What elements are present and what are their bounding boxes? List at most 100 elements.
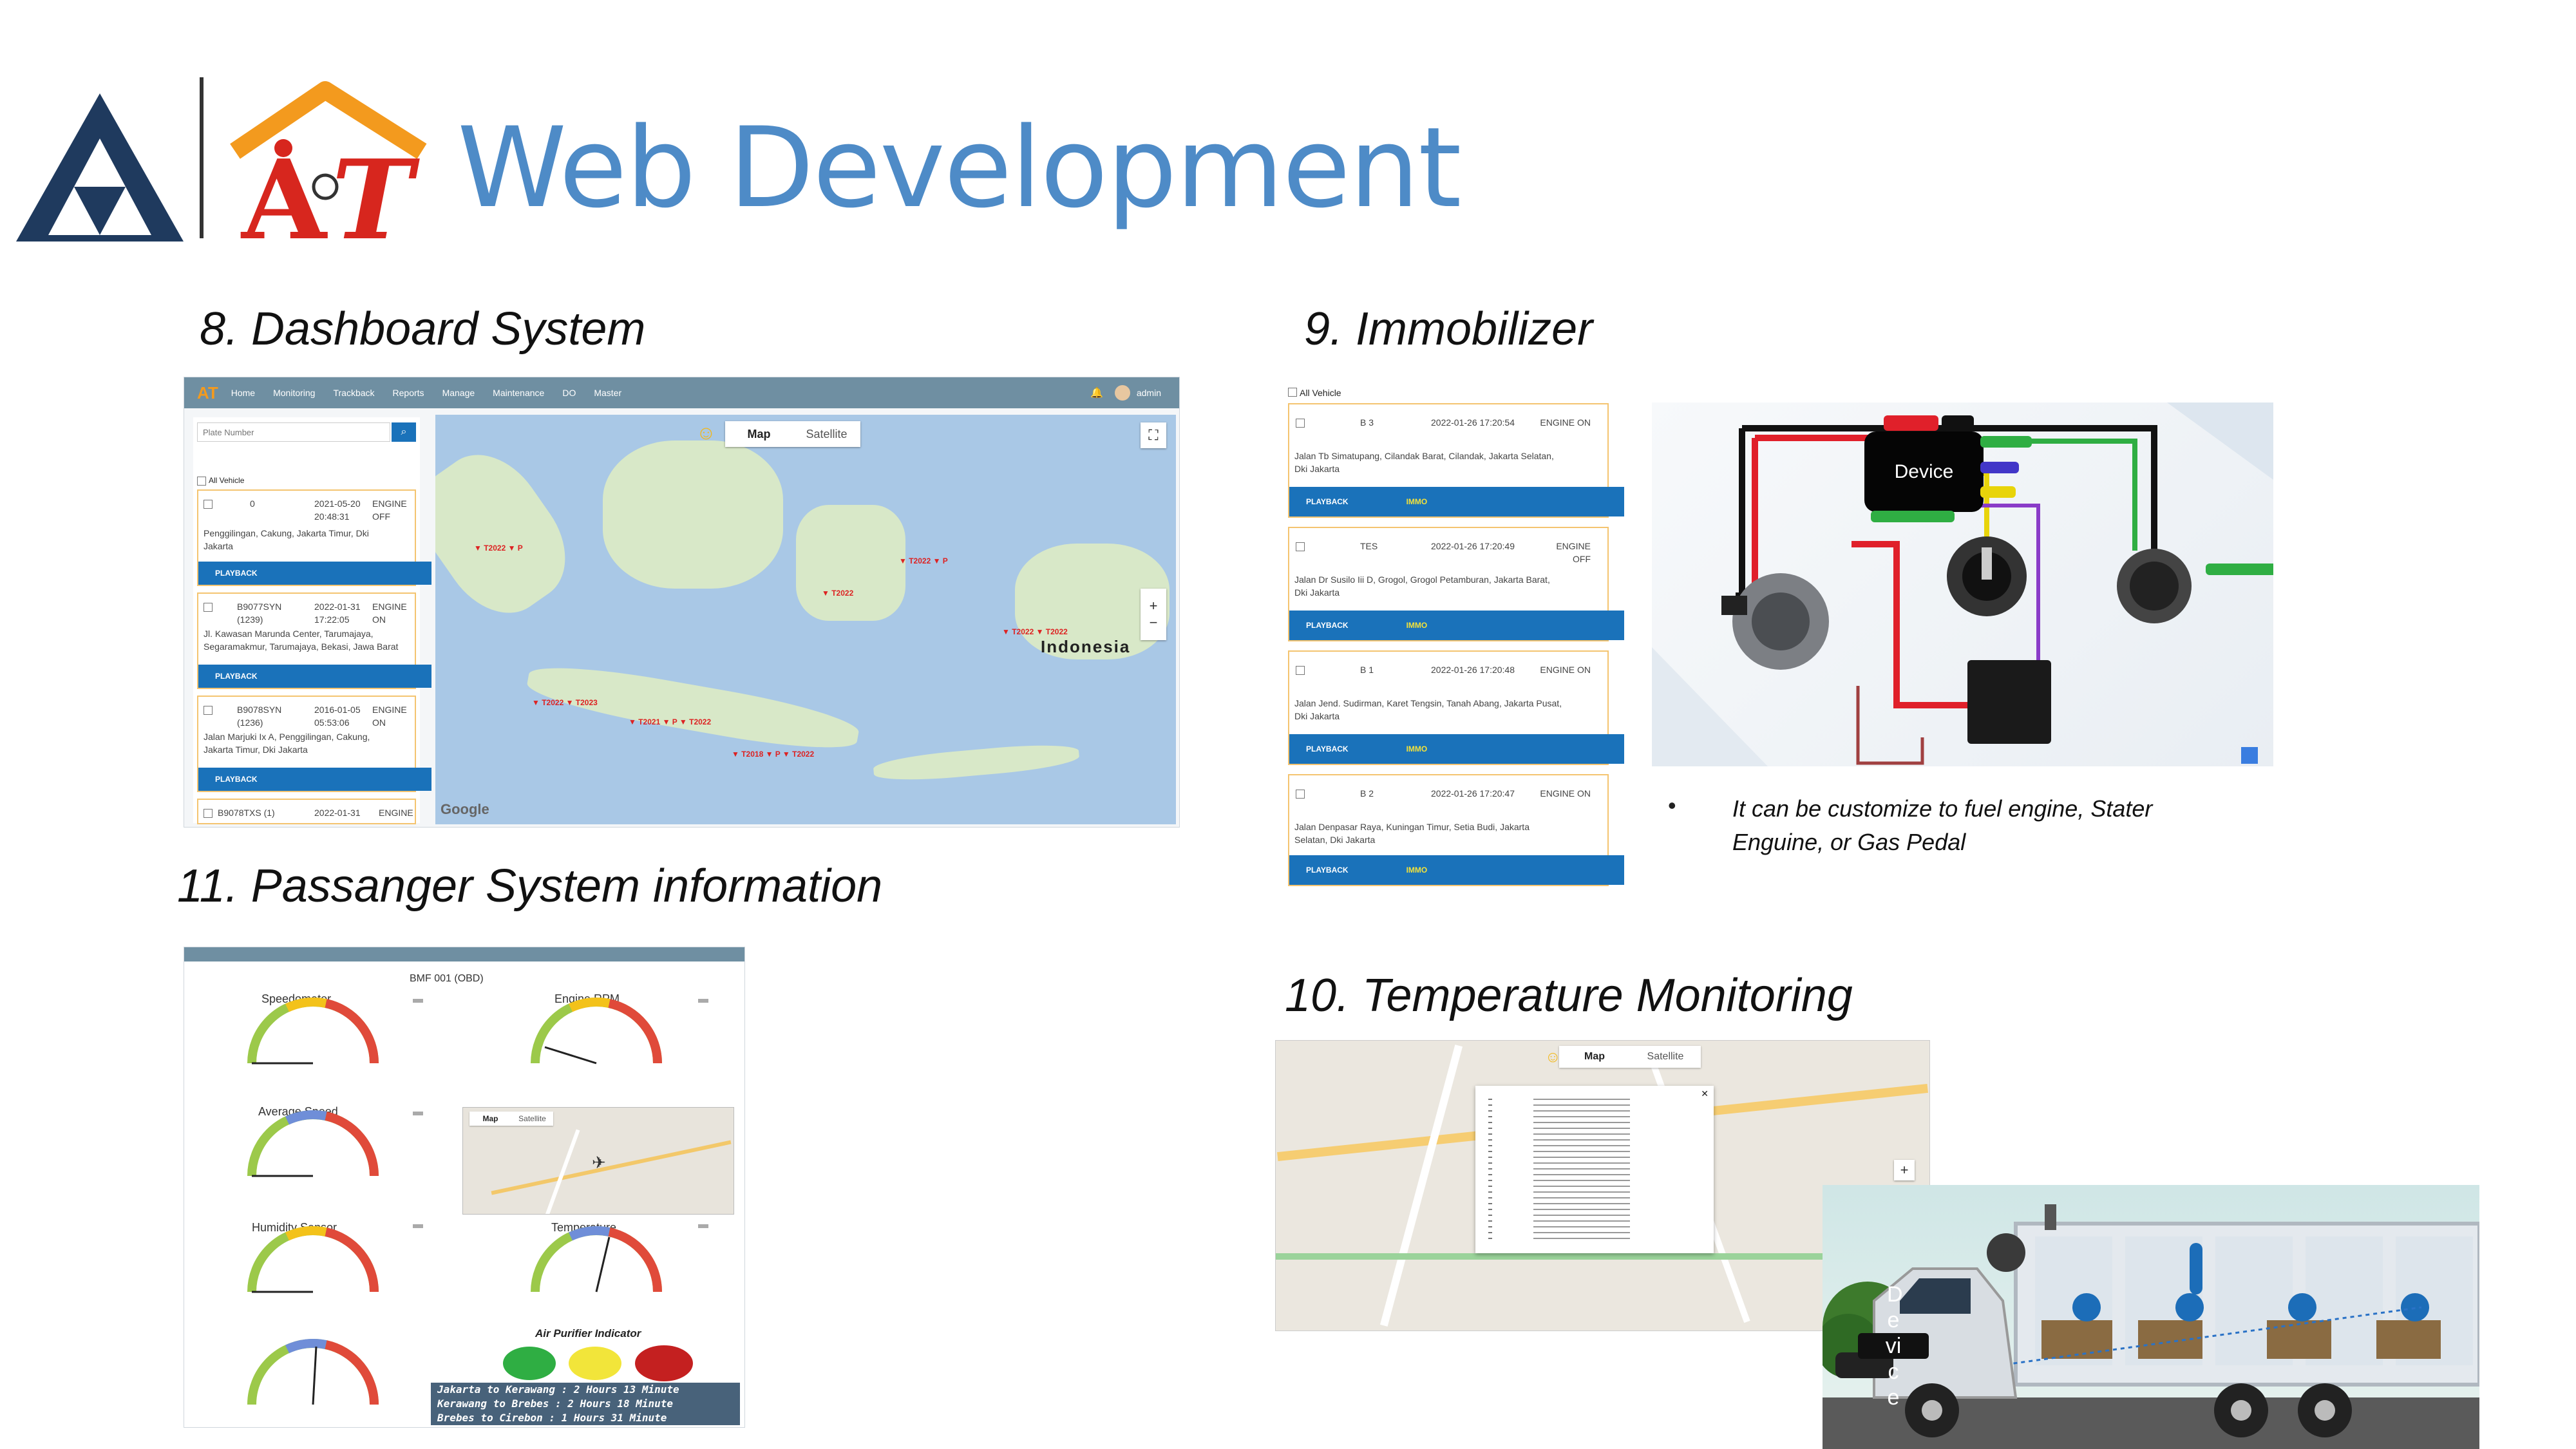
heading-dashboard: 8. Dashboard System [200, 303, 646, 355]
map-tab[interactable]: Map [747, 427, 771, 440]
playback-button[interactable]: PLAYBACK [198, 665, 431, 688]
playback-button[interactable]: PLAYBACK [198, 768, 431, 791]
wiring-svg [1652, 402, 2273, 766]
vehicle-datetime: 2022-01-26 17:20:47 [1431, 788, 1515, 799]
vehicle-checkbox[interactable] [1296, 542, 1305, 551]
heading-immobilizer: 9. Immobilizer [1304, 303, 1593, 355]
playback-bar: PLAYBACK IMMO [1289, 734, 1624, 764]
fullscreen-icon[interactable]: ⛶ [1141, 422, 1166, 448]
map-tab[interactable]: Map [1584, 1051, 1605, 1062]
bell-icon[interactable]: 🔔 [1090, 388, 1103, 399]
heading-passenger: 11. Passanger System information [177, 860, 883, 912]
dashboard-screenshot: AT Home Monitoring Trackback Reports Man… [184, 377, 1180, 828]
playback-button[interactable]: PLAYBACK [198, 562, 431, 585]
playback-bar: PLAYBACK IMMO [1289, 855, 1624, 885]
vehicle-checkbox[interactable] [1296, 666, 1305, 675]
vehicle-checkbox[interactable] [204, 500, 213, 509]
vehicle-status: ENGINE ON [1540, 417, 1591, 428]
search-icon[interactable]: ⌕ [392, 422, 416, 442]
vehicle-address: Jalan Jend. Sudirman, Karet Tengsin, Tan… [1294, 698, 1562, 721]
vehicle-plate: B9078SYN (1236) [237, 705, 282, 728]
vehicle-card[interactable]: B9078TXS (1) 2022-01-31 ENGINE [197, 799, 416, 824]
dashboard-navbar: AT Home Monitoring Trackback Reports Man… [184, 377, 1179, 408]
all-vehicle-label: All Vehicle [1300, 388, 1341, 398]
vehicle-id: BMF 001 (OBD) [410, 973, 484, 984]
passenger-navbar [184, 947, 744, 961]
all-vehicle-checkbox[interactable] [1288, 388, 1297, 397]
country-label: Indonesia [1041, 637, 1131, 656]
vehicle-card[interactable]: B9078SYN (1236) 2016-01-05 05:53:06 ENGI… [197, 696, 431, 792]
zoom-out-icon[interactable]: − [1149, 614, 1158, 630]
zoom-in-icon[interactable]: + [1149, 598, 1158, 614]
nav-monitoring[interactable]: Monitoring [273, 388, 316, 398]
satellite-tab[interactable]: Satellite [806, 427, 848, 440]
indicator-red [635, 1345, 693, 1381]
vehicle-status: ENGINE ON [372, 705, 407, 728]
indicator-yellow [569, 1347, 621, 1380]
playback-button[interactable]: PLAYBACK [1306, 866, 1349, 875]
collapse-icon[interactable] [413, 1112, 423, 1115]
vehicle-card[interactable]: 0 2021-05-20 20:48:31 ENGINE OFF Penggil… [197, 489, 431, 586]
zoom-in-icon[interactable]: + [1894, 1160, 1915, 1180]
playback-button[interactable]: PLAYBACK [1306, 497, 1349, 506]
playback-bar: PLAYBACK IMMO [1289, 487, 1624, 516]
collapse-icon[interactable] [698, 1224, 708, 1228]
immo-button[interactable]: IMMO [1406, 744, 1428, 753]
nav-manage[interactable]: Manage [442, 388, 475, 398]
all-vehicle-checkbox[interactable] [197, 477, 206, 486]
immo-button[interactable]: IMMO [1406, 497, 1428, 506]
vehicle-card[interactable]: B 3 2022-01-26 17:20:54 ENGINE ON Jalan … [1288, 403, 1624, 518]
vehicle-checkbox[interactable] [204, 809, 213, 818]
plate-search-input[interactable] [198, 423, 384, 441]
nav-trackback[interactable]: Trackback [333, 388, 375, 398]
satellite-tab[interactable]: Satellite [1647, 1051, 1684, 1062]
vehicle-card[interactable]: B9077SYN (1239) 2022-01-31 17:22:05 ENGI… [197, 592, 431, 689]
truck-svg [1823, 1204, 2479, 1449]
playback-button[interactable]: PLAYBACK [1306, 621, 1349, 630]
pegman-icon[interactable]: ☺ [1545, 1048, 1561, 1066]
vehicle-plate: B9077SYN (1239) [237, 601, 282, 625]
map-tab[interactable]: Map [482, 1114, 498, 1123]
triangle-logo [16, 93, 184, 242]
nav-master[interactable]: Master [594, 388, 622, 398]
vehicle-card[interactable]: B 2 2022-01-26 17:20:47 ENGINE ON Jalan … [1288, 774, 1624, 886]
vehicle-status: ENGINE OFF [372, 498, 407, 522]
vehicle-checkbox[interactable] [204, 603, 213, 612]
route-summary: Jakarta to Kerawang : 2 Hours 13 Minute … [431, 1383, 740, 1425]
nav-do[interactable]: DO [562, 388, 576, 398]
immo-button[interactable]: IMMO [1406, 621, 1428, 630]
passenger-mini-map[interactable]: Map Satellite ✈ [462, 1107, 734, 1215]
vehicle-datetime: 2022-01-31 [314, 808, 361, 818]
immo-button[interactable]: IMMO [1406, 866, 1428, 875]
satellite-tab[interactable]: Satellite [518, 1114, 546, 1123]
vehicle-card[interactable]: B 1 2022-01-26 17:20:48 ENGINE ON Jalan … [1288, 650, 1624, 765]
vehicle-plate: B 3 [1360, 417, 1374, 428]
temperature-map[interactable]: Map Satellite ✕ ☺ + [1275, 1040, 1930, 1331]
vehicle-checkbox[interactable] [1296, 419, 1305, 428]
google-logo: Google [440, 801, 489, 817]
vehicle-marker-icon: ✈ [592, 1153, 606, 1172]
collapse-icon[interactable] [698, 999, 708, 1003]
playback-button[interactable]: PLAYBACK [1306, 744, 1349, 753]
immobilizer-wiring-diagram: Device [1652, 402, 2273, 766]
vehicle-card[interactable]: TES 2022-01-26 17:20:49 ENGINE OFF Jalan… [1288, 527, 1624, 641]
dashboard-map[interactable]: ▼ T2022 ▼ T2023 ▼ T2021 ▼ P ▼ T2022 ▼ T2… [435, 415, 1176, 824]
nav-maintenance[interactable]: Maintenance [493, 388, 545, 398]
user-name[interactable]: admin [1136, 388, 1161, 398]
vehicle-address: Jalan Marjuki Ix A, Penggilingan, Cakung… [204, 732, 370, 755]
vehicle-checkbox[interactable] [1296, 790, 1305, 799]
vehicle-checkbox[interactable] [204, 706, 213, 715]
nav-reports[interactable]: Reports [392, 388, 424, 398]
vehicle-address: Penggilingan, Cakung, Jakarta Timur, Dki… [204, 528, 369, 551]
nav-home[interactable]: Home [231, 388, 256, 398]
heading-temperature: 10. Temperature Monitoring [1285, 970, 1853, 1021]
logo-divider [200, 77, 204, 238]
collapse-icon[interactable] [413, 999, 423, 1003]
vehicle-status: ENGINE OFF [1556, 541, 1591, 564]
mini-logo: AT [197, 383, 218, 402]
avatar[interactable] [1114, 385, 1130, 401]
pegman-icon[interactable]: ☺ [696, 422, 716, 444]
close-icon[interactable]: ✕ [1701, 1088, 1709, 1099]
collapse-icon[interactable] [413, 1224, 423, 1228]
all-vehicle-label: All Vehicle [209, 476, 245, 485]
